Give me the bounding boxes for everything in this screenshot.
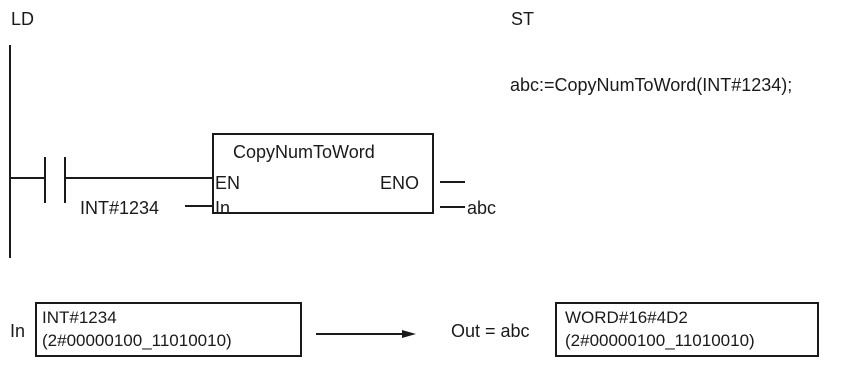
in-value-text: INT#1234 (2#00000100_11010010) (42, 306, 232, 352)
st-code: abc:=CopyNumToWord(INT#1234); (510, 75, 793, 95)
example-in-label: In (10, 321, 26, 341)
output-variable-label: abc (467, 198, 497, 218)
in-value-line2: (2#00000100_11010010) (42, 331, 232, 350)
in-pin-label: In (215, 198, 231, 218)
st-header: ST (511, 9, 535, 29)
ld-header: LD (11, 9, 35, 29)
eno-pin-label: ENO (380, 173, 420, 193)
in-value-line1: INT#1234 (42, 308, 117, 327)
function-block-name: CopyNumToWord (233, 142, 375, 162)
arrow-head (402, 330, 416, 338)
en-pin-label: EN (215, 173, 241, 193)
out-value-text: WORD#16#4D2 (2#00000100_11010010) (565, 306, 755, 352)
example-out-label: Out = abc (451, 321, 530, 341)
input-argument-label: INT#1234 (80, 198, 160, 218)
out-value-line2: (2#00000100_11010010) (565, 331, 755, 350)
function-block-box (212, 133, 434, 214)
out-value-box (555, 302, 819, 357)
in-value-box (35, 302, 302, 357)
out-value-line1: WORD#16#4D2 (565, 308, 688, 327)
